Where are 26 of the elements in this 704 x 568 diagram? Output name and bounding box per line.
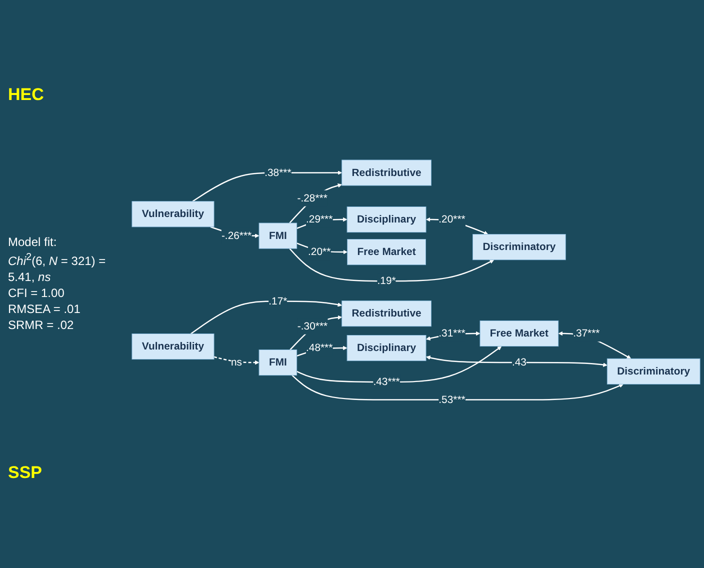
variable-box: Free Market: [347, 239, 426, 266]
group-heading: SSP: [8, 463, 44, 484]
variable-box: Disciplinary: [346, 335, 426, 362]
fit-statistic: CFI = 1.00: [8, 285, 66, 302]
double-arrow: [426, 356, 608, 368]
variable-box: Redistributive: [342, 300, 432, 327]
variable-box: Redistributive: [342, 160, 432, 186]
variable-box: Discriminatory: [472, 234, 566, 260]
variable-box: FMI: [258, 350, 298, 376]
arrow: [289, 248, 494, 282]
variable-box: Vulnerability: [132, 201, 214, 228]
edge-label: -.30***: [297, 318, 328, 334]
fit-statistic: Model fit:: [8, 234, 58, 250]
edge-label: -.28***: [297, 190, 328, 206]
variable-box: Discriminatory: [606, 358, 700, 385]
fit-statistic: Chi$^{2}$(6, N = 321) = 5.41, ns: [8, 251, 107, 286]
variable-box: FMI: [258, 222, 298, 250]
arrow: [190, 300, 342, 334]
arrow: [214, 356, 260, 365]
variable-box: Disciplinary: [346, 206, 426, 233]
arrow: [292, 375, 624, 401]
group-heading: HEC: [8, 84, 45, 105]
fit-statistic: SRMR = .02: [8, 317, 75, 334]
variable-box: Vulnerability: [132, 334, 214, 360]
fit-statistic: RMSEA = .01: [8, 301, 82, 318]
variable-box: Free Market: [480, 320, 559, 347]
